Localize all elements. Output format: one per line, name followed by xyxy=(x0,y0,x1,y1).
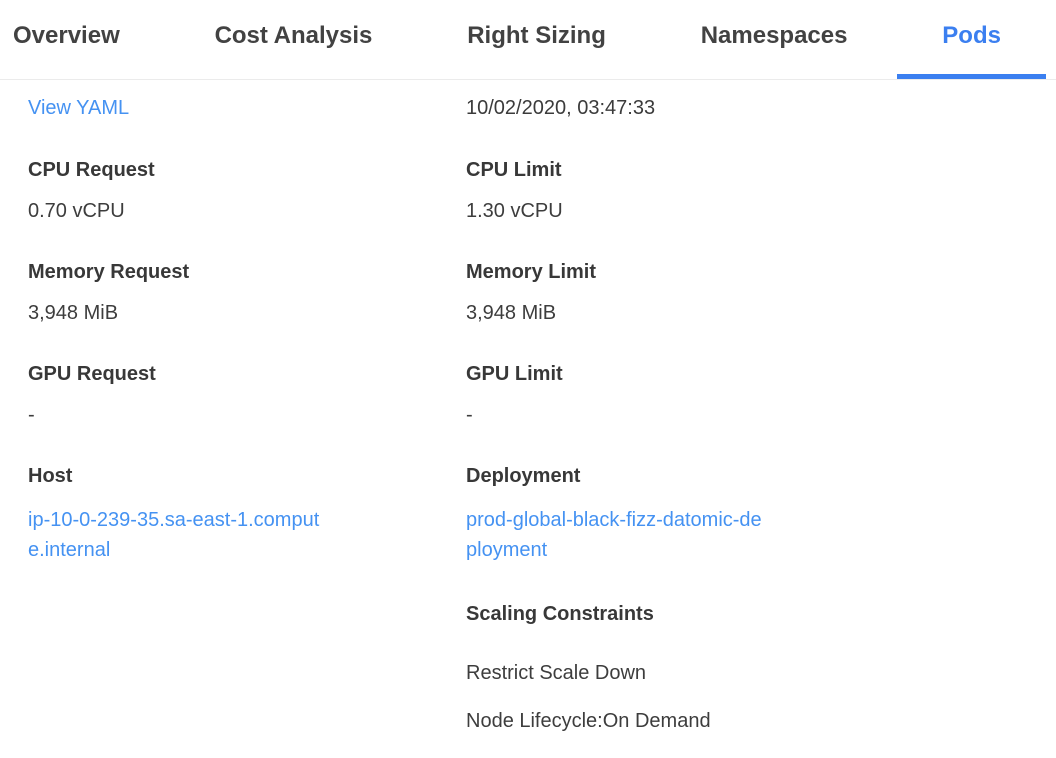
gpu-request-value: - xyxy=(28,404,35,426)
gpu-limit-label: GPU Limit xyxy=(466,363,563,385)
scaling-constraint-item: Node Lifecycle:On Demand xyxy=(466,710,711,732)
memory-request-label: Memory Request xyxy=(28,261,190,283)
pod-details-panel: View YAML CPU Request 0.70 vCPU Memory R… xyxy=(0,80,1056,757)
scaling-constraints-label: Scaling Constraints xyxy=(466,603,654,625)
tab-overview[interactable]: Overview xyxy=(13,21,120,49)
memory-limit-label: Memory Limit xyxy=(466,261,597,283)
field-cpu-limit: CPU Limit 1.30 vCPU xyxy=(466,158,1056,223)
tab-right-sizing[interactable]: Right Sizing xyxy=(467,21,606,49)
scaling-constraints-section: Scaling Constraints Restrict Scale Down … xyxy=(466,602,1056,757)
deployment-label: Deployment xyxy=(466,465,581,487)
cpu-request-value: 0.70 vCPU xyxy=(28,200,125,222)
tab-cost-analysis[interactable]: Cost Analysis xyxy=(214,21,373,49)
deployment-link[interactable]: prod-global-black-fizz-datomic-deploymen… xyxy=(466,509,762,561)
cpu-request-label: CPU Request xyxy=(28,159,155,181)
memory-request-value: 3,948 MiB xyxy=(28,302,119,324)
field-gpu-limit: GPU Limit - xyxy=(466,362,1056,427)
host-label: Host xyxy=(28,465,73,487)
field-cpu-request: CPU Request 0.70 vCPU xyxy=(28,158,466,223)
view-yaml-link[interactable]: View YAML xyxy=(28,97,130,119)
cpu-limit-value: 1.30 vCPU xyxy=(466,200,563,222)
field-host: Host ip-10-0-239-35.sa-east-1.compute.in… xyxy=(28,464,466,565)
field-gpu-request: GPU Request - xyxy=(28,362,466,427)
details-right-column: 10/02/2020, 03:47:33 CPU Limit 1.30 vCPU… xyxy=(466,96,1056,757)
details-left-column: View YAML CPU Request 0.70 vCPU Memory R… xyxy=(28,96,466,757)
field-deployment: Deployment prod-global-black-fizz-datomi… xyxy=(466,464,1056,565)
gpu-limit-value: - xyxy=(466,404,473,426)
gpu-request-label: GPU Request xyxy=(28,363,156,385)
cpu-limit-label: CPU Limit xyxy=(466,159,562,181)
field-memory-limit: Memory Limit 3,948 MiB xyxy=(466,260,1056,325)
tab-namespaces[interactable]: Namespaces xyxy=(700,21,848,49)
tab-pods[interactable]: Pods xyxy=(897,0,1046,79)
tab-bar: Overview Cost Analysis Right Sizing Name… xyxy=(0,0,1056,80)
host-link[interactable]: ip-10-0-239-35.sa-east-1.compute.interna… xyxy=(28,509,320,561)
memory-limit-value: 3,948 MiB xyxy=(466,302,557,324)
last-updated-timestamp: 10/02/2020, 03:47:33 xyxy=(466,97,656,119)
scaling-constraint-item: Restrict Scale Down xyxy=(466,662,647,684)
field-memory-request: Memory Request 3,948 MiB xyxy=(28,260,466,325)
